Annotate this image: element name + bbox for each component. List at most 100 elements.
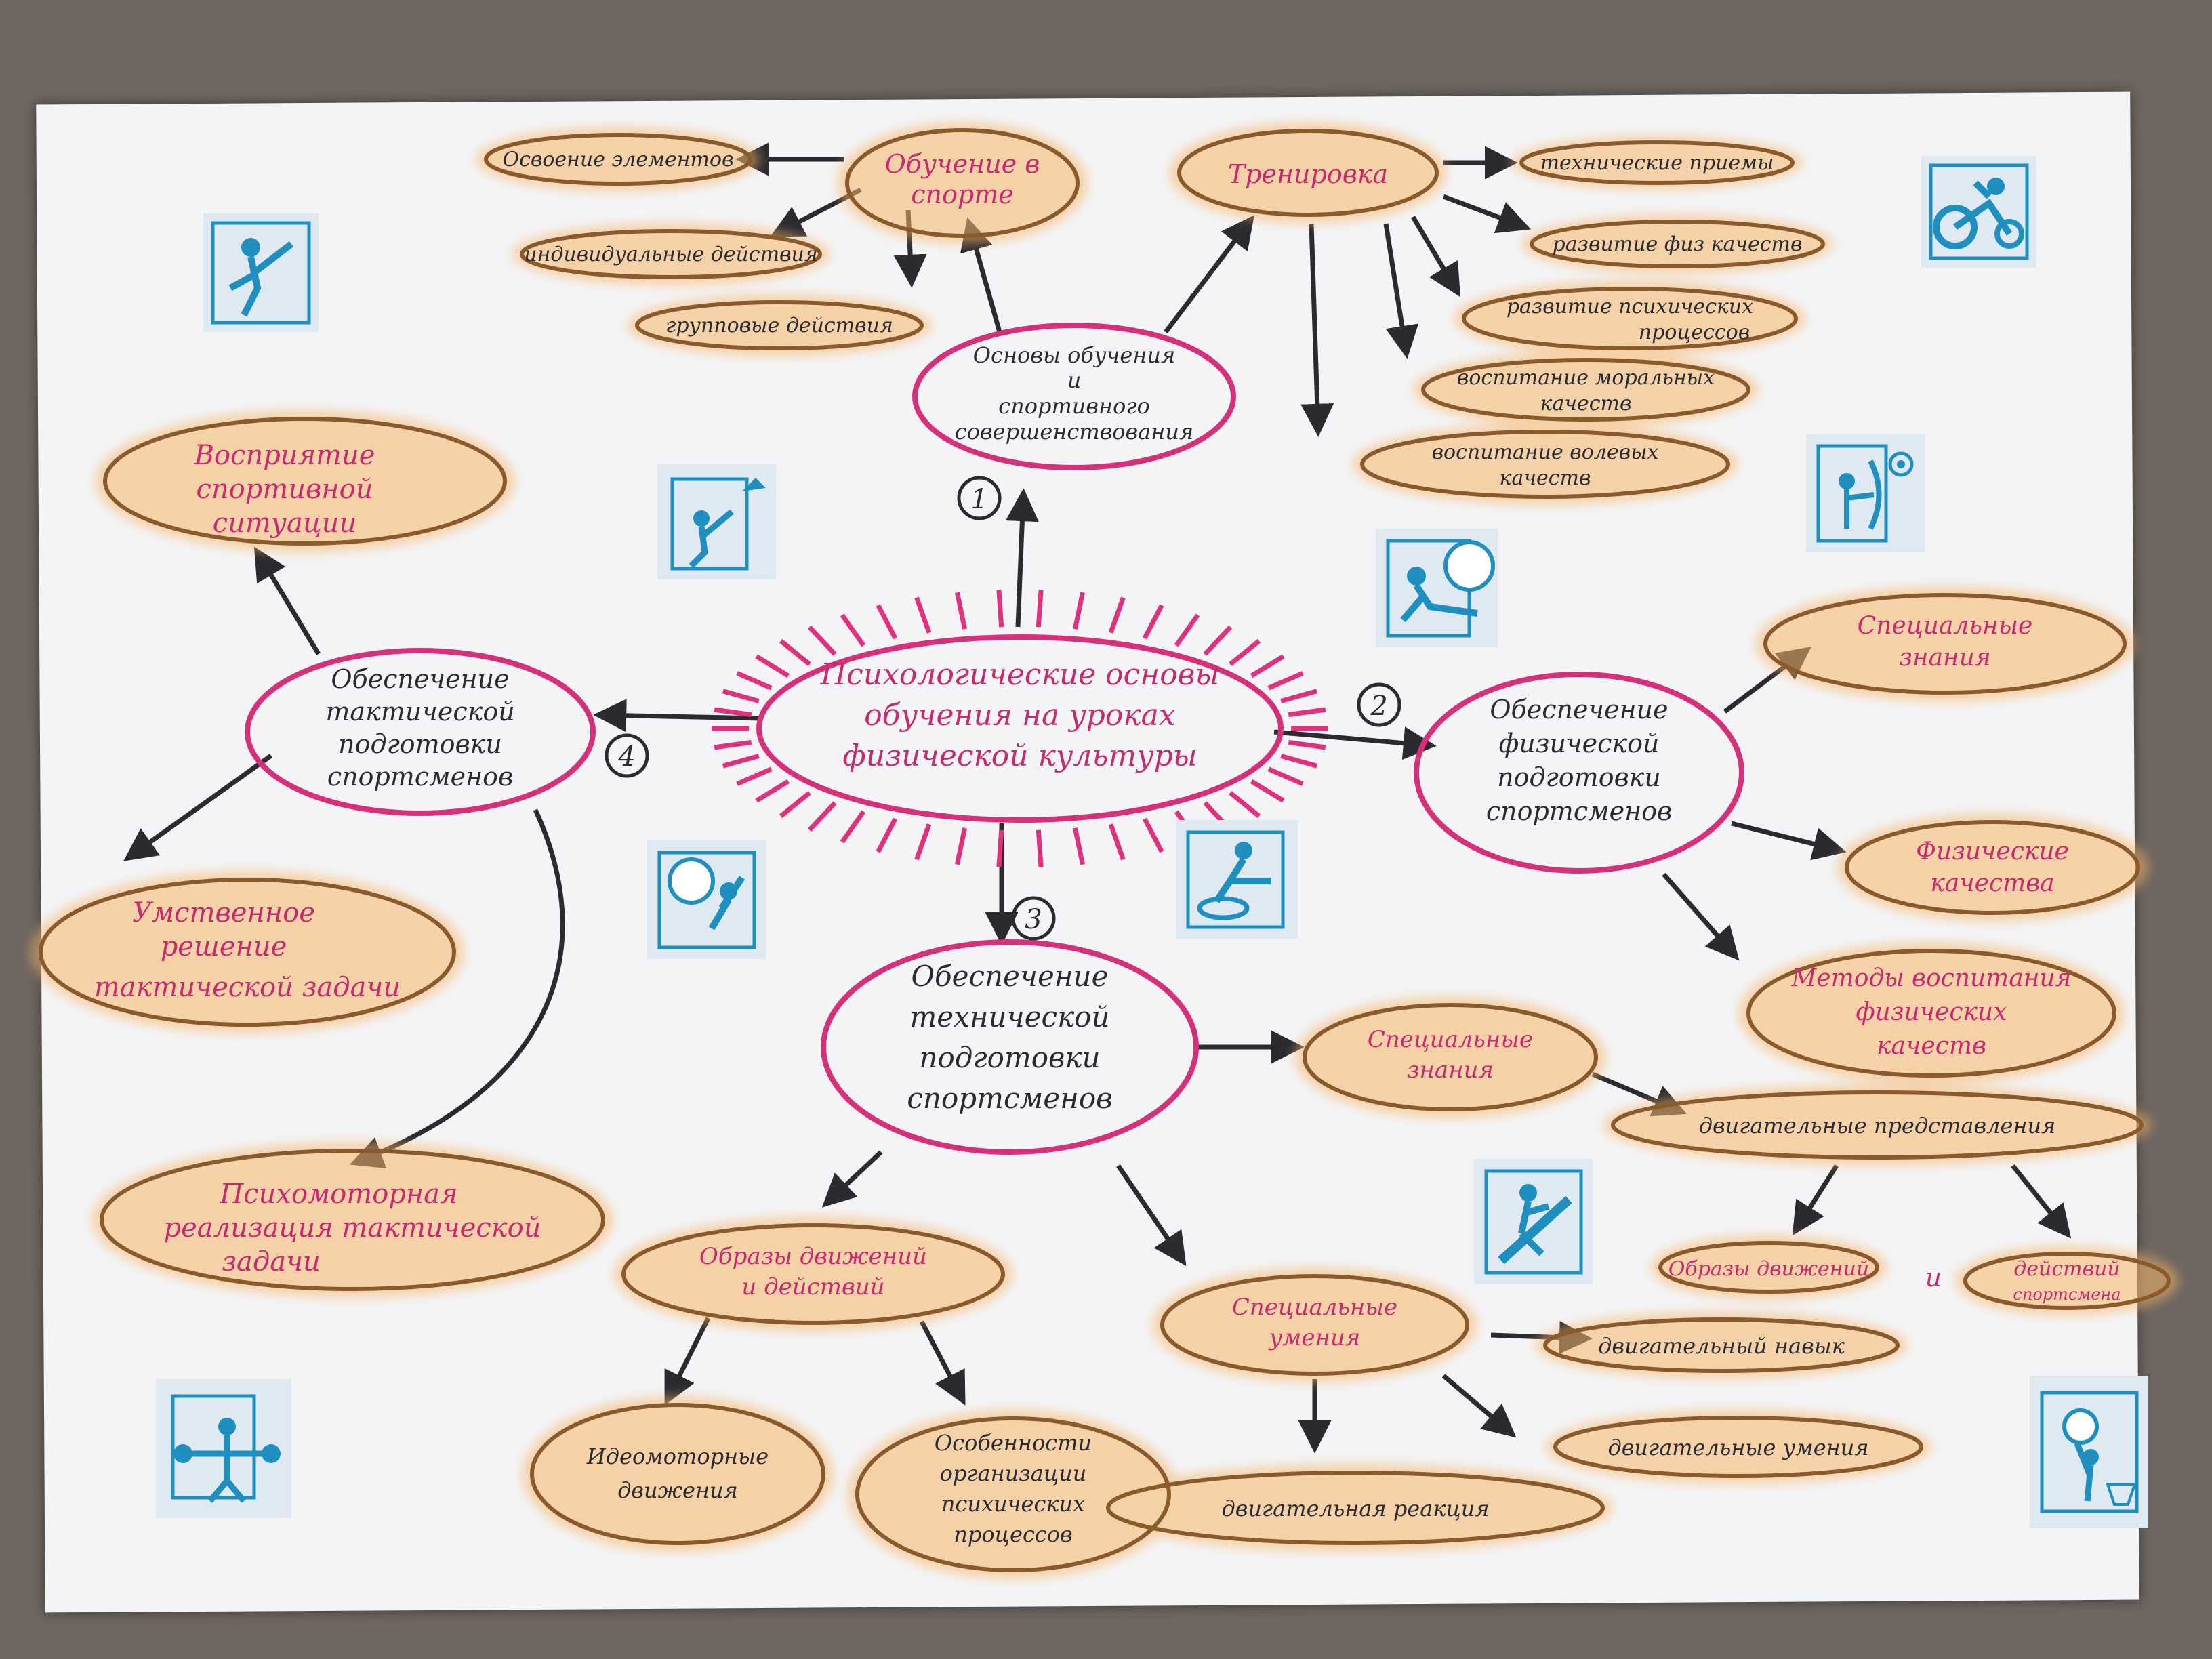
branch2-item2-line-1: Физические — [1916, 838, 2069, 865]
learning-item-2: индивидуальные действия — [524, 243, 817, 266]
learning-line-2: спорте — [911, 180, 1013, 209]
training-item-5-line-2: качеств — [1500, 466, 1591, 490]
arrow-skills-motor-skills — [1441, 1374, 1517, 1438]
arrow-main4-psychomotor — [349, 808, 565, 1169]
branch2-main-line-2: физической — [1499, 729, 1660, 758]
burst-ray — [1142, 604, 1164, 640]
burst-ray — [1288, 707, 1326, 718]
basketball-icon — [2030, 1376, 2148, 1528]
arrow-main2-item2 — [1731, 821, 1847, 861]
learning-item-3: групповые действия — [665, 314, 893, 337]
center-line-2: обучения на уроках — [864, 698, 1176, 733]
arrow-training-item5 — [1300, 223, 1334, 437]
burst-ray — [807, 801, 837, 832]
burst-ray — [1250, 654, 1285, 678]
burst-ray — [736, 671, 773, 691]
training-item-3-line-1: развитие психических — [1507, 295, 1753, 319]
training-item-4-line-2: качеств — [1540, 392, 1632, 415]
psychomotor-line-3: задачи — [222, 1246, 321, 1277]
burst-ray — [714, 707, 752, 718]
arrow-motor-actions — [2011, 1164, 2072, 1239]
psych-org-line-2: организации — [940, 1460, 1087, 1486]
ideomotor-line-2: движения — [617, 1477, 738, 1503]
connectors — [123, 142, 2072, 1454]
node-branch3-main — [821, 939, 1199, 1155]
arrow-main2-item3 — [1662, 872, 1740, 961]
branch2-item3-line-2: физических — [1856, 998, 2007, 1026]
center-burst — [712, 590, 1328, 867]
burst-ray — [755, 779, 790, 803]
branch4-main-line-4: спортсменов — [327, 762, 513, 792]
center-line-1: Психологические основы — [820, 657, 1219, 692]
burst-ray — [840, 613, 866, 647]
athlete-actions-line-1: действий — [2013, 1257, 2120, 1281]
burst-ray — [1280, 754, 1318, 769]
mental-line-1: Умственное — [132, 897, 315, 928]
burst-ray — [954, 592, 968, 630]
arrow-center-to-branch2 — [1273, 726, 1437, 760]
motorcycling-icon — [1921, 156, 2036, 268]
branch2-item1-line-2: знания — [1899, 644, 1991, 672]
learning-line-1: Обучение в — [885, 149, 1040, 179]
burst-ray — [1250, 779, 1285, 803]
psych-org-line-1: Особенности — [935, 1430, 1092, 1456]
images-of-movement: Образы движений — [1668, 1257, 1869, 1281]
ochre-nodes — [30, 122, 2179, 1579]
burst-ray — [1036, 830, 1044, 867]
burst-ray — [807, 625, 837, 656]
burst-ray — [954, 827, 968, 865]
images-actions-line-1: Образы движений — [699, 1243, 927, 1270]
psychomotor-line-2: реализация тактической — [164, 1212, 541, 1244]
psych-org-line-3: психических — [941, 1491, 1085, 1517]
branch2-item2-line-2: качества — [1930, 869, 2054, 897]
branch2-item1-line-1: Специальные — [1858, 612, 2033, 640]
burst-ray — [1072, 827, 1086, 865]
weightlifting-icon — [156, 1379, 291, 1518]
burst-ray — [914, 596, 932, 634]
training-label: Тренировка — [1228, 159, 1388, 189]
psych-org-line-4: процессов — [954, 1521, 1072, 1547]
skills-line-2: умения — [1268, 1324, 1361, 1351]
athlete-actions-line-2: спортсмена — [2013, 1285, 2121, 1304]
burst-ray — [1108, 823, 1126, 861]
burst-ray — [1203, 625, 1233, 656]
markers — [605, 476, 1401, 941]
burst-ray — [1229, 790, 1261, 819]
arrow-main3-skills — [1116, 1164, 1187, 1267]
mental-line-2: решение — [161, 931, 287, 962]
branch4-main-line-3: подготовки — [338, 729, 502, 759]
perception-line-3: ситуации — [213, 508, 357, 539]
conjunction-and: и — [1925, 1263, 1942, 1292]
burst-ray — [840, 810, 866, 844]
training-item-3-line-2: процессов — [1639, 321, 1750, 344]
branch3-main-line-1: Обеспечение — [912, 960, 1109, 993]
burst-ray — [876, 817, 898, 853]
node-branch1-main — [912, 323, 1236, 470]
burst-ray — [1142, 817, 1164, 853]
branch1-main-line-3: спортивного — [998, 393, 1150, 419]
arrow-center-to-branch4 — [593, 699, 763, 733]
water-polo-icon — [647, 840, 766, 959]
burst-ray — [1174, 613, 1200, 647]
branch3-knowledge-line-1: Специальные — [1368, 1026, 1533, 1053]
burst-ray — [1229, 638, 1261, 667]
branch1-main-line-4: совершенствования — [955, 419, 1193, 445]
badminton-icon — [657, 464, 776, 579]
branch4-main-line-2: тактической — [325, 697, 514, 726]
motor-representations: двигательные представления — [1699, 1113, 2056, 1139]
branch1-main-line-1: Основы обучения — [973, 342, 1175, 368]
burst-ray — [876, 604, 898, 640]
images-actions-line-2: и действий — [741, 1273, 884, 1300]
marker-3: 3 — [1025, 904, 1042, 935]
psychomotor-line-1: Психомоторная — [219, 1179, 457, 1210]
arrow-images-ideomotor — [664, 1317, 711, 1406]
burst-ray — [996, 590, 1004, 628]
node-center — [756, 634, 1284, 823]
burst-ray — [755, 654, 790, 678]
burst-ray — [779, 790, 811, 819]
branch3-main-line-2: технической — [909, 1000, 1109, 1033]
branch2-item3-line-3: качеств — [1877, 1032, 1986, 1060]
burst-ray — [1036, 590, 1044, 628]
burst-ray — [1267, 766, 1304, 786]
